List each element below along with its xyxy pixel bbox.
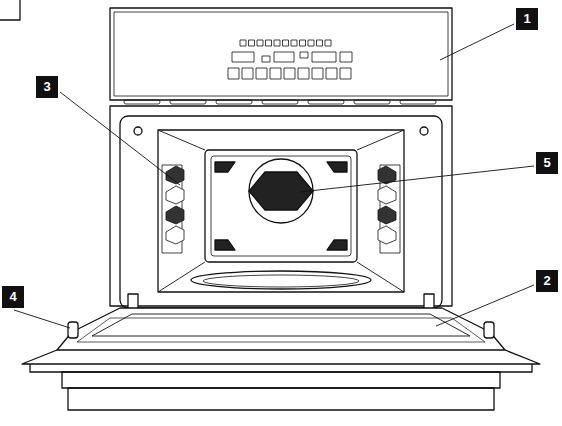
panel-key [325, 40, 331, 46]
back-wall-inner [211, 156, 351, 256]
rack-support [378, 226, 396, 244]
door-latch [68, 322, 78, 338]
panel-key [312, 68, 323, 79]
panel-key [256, 68, 267, 79]
panel-key [326, 68, 337, 79]
vent-slot [400, 100, 436, 104]
frame-screw [420, 127, 428, 135]
panel-key [274, 40, 280, 46]
panel-display [300, 52, 308, 58]
vent-slot [216, 100, 252, 104]
turntable-inner [203, 275, 359, 287]
rack-support [378, 186, 396, 204]
frame-corner [0, 0, 20, 20]
callout-number: 1 [516, 8, 538, 30]
panel-key [300, 40, 306, 46]
panel-key [308, 40, 314, 46]
door-latch [484, 322, 494, 338]
panel-key [283, 40, 289, 46]
panel-key [242, 68, 253, 79]
panel-key [228, 68, 239, 79]
panel-key [257, 40, 263, 46]
leader-line [300, 166, 534, 192]
shelf-supports [162, 165, 400, 253]
callout-number: 5 [536, 152, 558, 174]
panel-display [262, 56, 270, 62]
door [57, 308, 505, 350]
panel-key [249, 40, 255, 46]
panel-display [232, 52, 254, 62]
panel-key [291, 40, 297, 46]
control-panel [110, 8, 452, 100]
door-bottom [62, 372, 500, 388]
panel-key [240, 40, 246, 46]
rack-support [378, 206, 396, 224]
frame-screw [134, 127, 142, 135]
panel-display [340, 52, 352, 62]
callout-number: 4 [2, 286, 24, 308]
oven-frame [110, 106, 452, 306]
cavity-frame [120, 116, 442, 308]
back-wall [205, 150, 357, 262]
panel-key [317, 40, 323, 46]
leader-lines [14, 24, 534, 328]
rack-support [166, 206, 184, 224]
panel-display [274, 52, 294, 62]
fan-cover-ring [249, 159, 313, 223]
cavity-edges [158, 130, 404, 292]
callout-number: 3 [36, 76, 58, 98]
panel-key [270, 68, 281, 79]
panel-key [340, 68, 351, 79]
leader-line [436, 285, 534, 326]
door-glass [92, 314, 470, 336]
leader-line [14, 310, 70, 328]
vent-slot [170, 100, 206, 104]
leader-line [440, 24, 514, 60]
door-glass-inner [77, 318, 485, 342]
turntable [191, 271, 371, 289]
cavity [158, 130, 404, 292]
panel-inner [114, 12, 448, 96]
vent-slot [308, 100, 344, 104]
fan-cover [249, 172, 313, 210]
panel-key [284, 68, 295, 79]
vent-slot [124, 100, 160, 104]
panel-display [312, 52, 336, 62]
panel-buttons [228, 40, 352, 79]
vent-slot [354, 100, 390, 104]
fan-openings [215, 162, 347, 250]
vent-slot [262, 100, 298, 104]
rack-support [166, 186, 184, 204]
leader-line [60, 92, 180, 185]
panel-key [298, 68, 309, 79]
rack-support [166, 226, 184, 244]
door-base [68, 388, 494, 410]
vent-slots [124, 100, 436, 104]
door-edge [30, 364, 532, 372]
callout-number: 2 [536, 270, 558, 292]
panel-key [266, 40, 272, 46]
door-flange [22, 350, 540, 364]
